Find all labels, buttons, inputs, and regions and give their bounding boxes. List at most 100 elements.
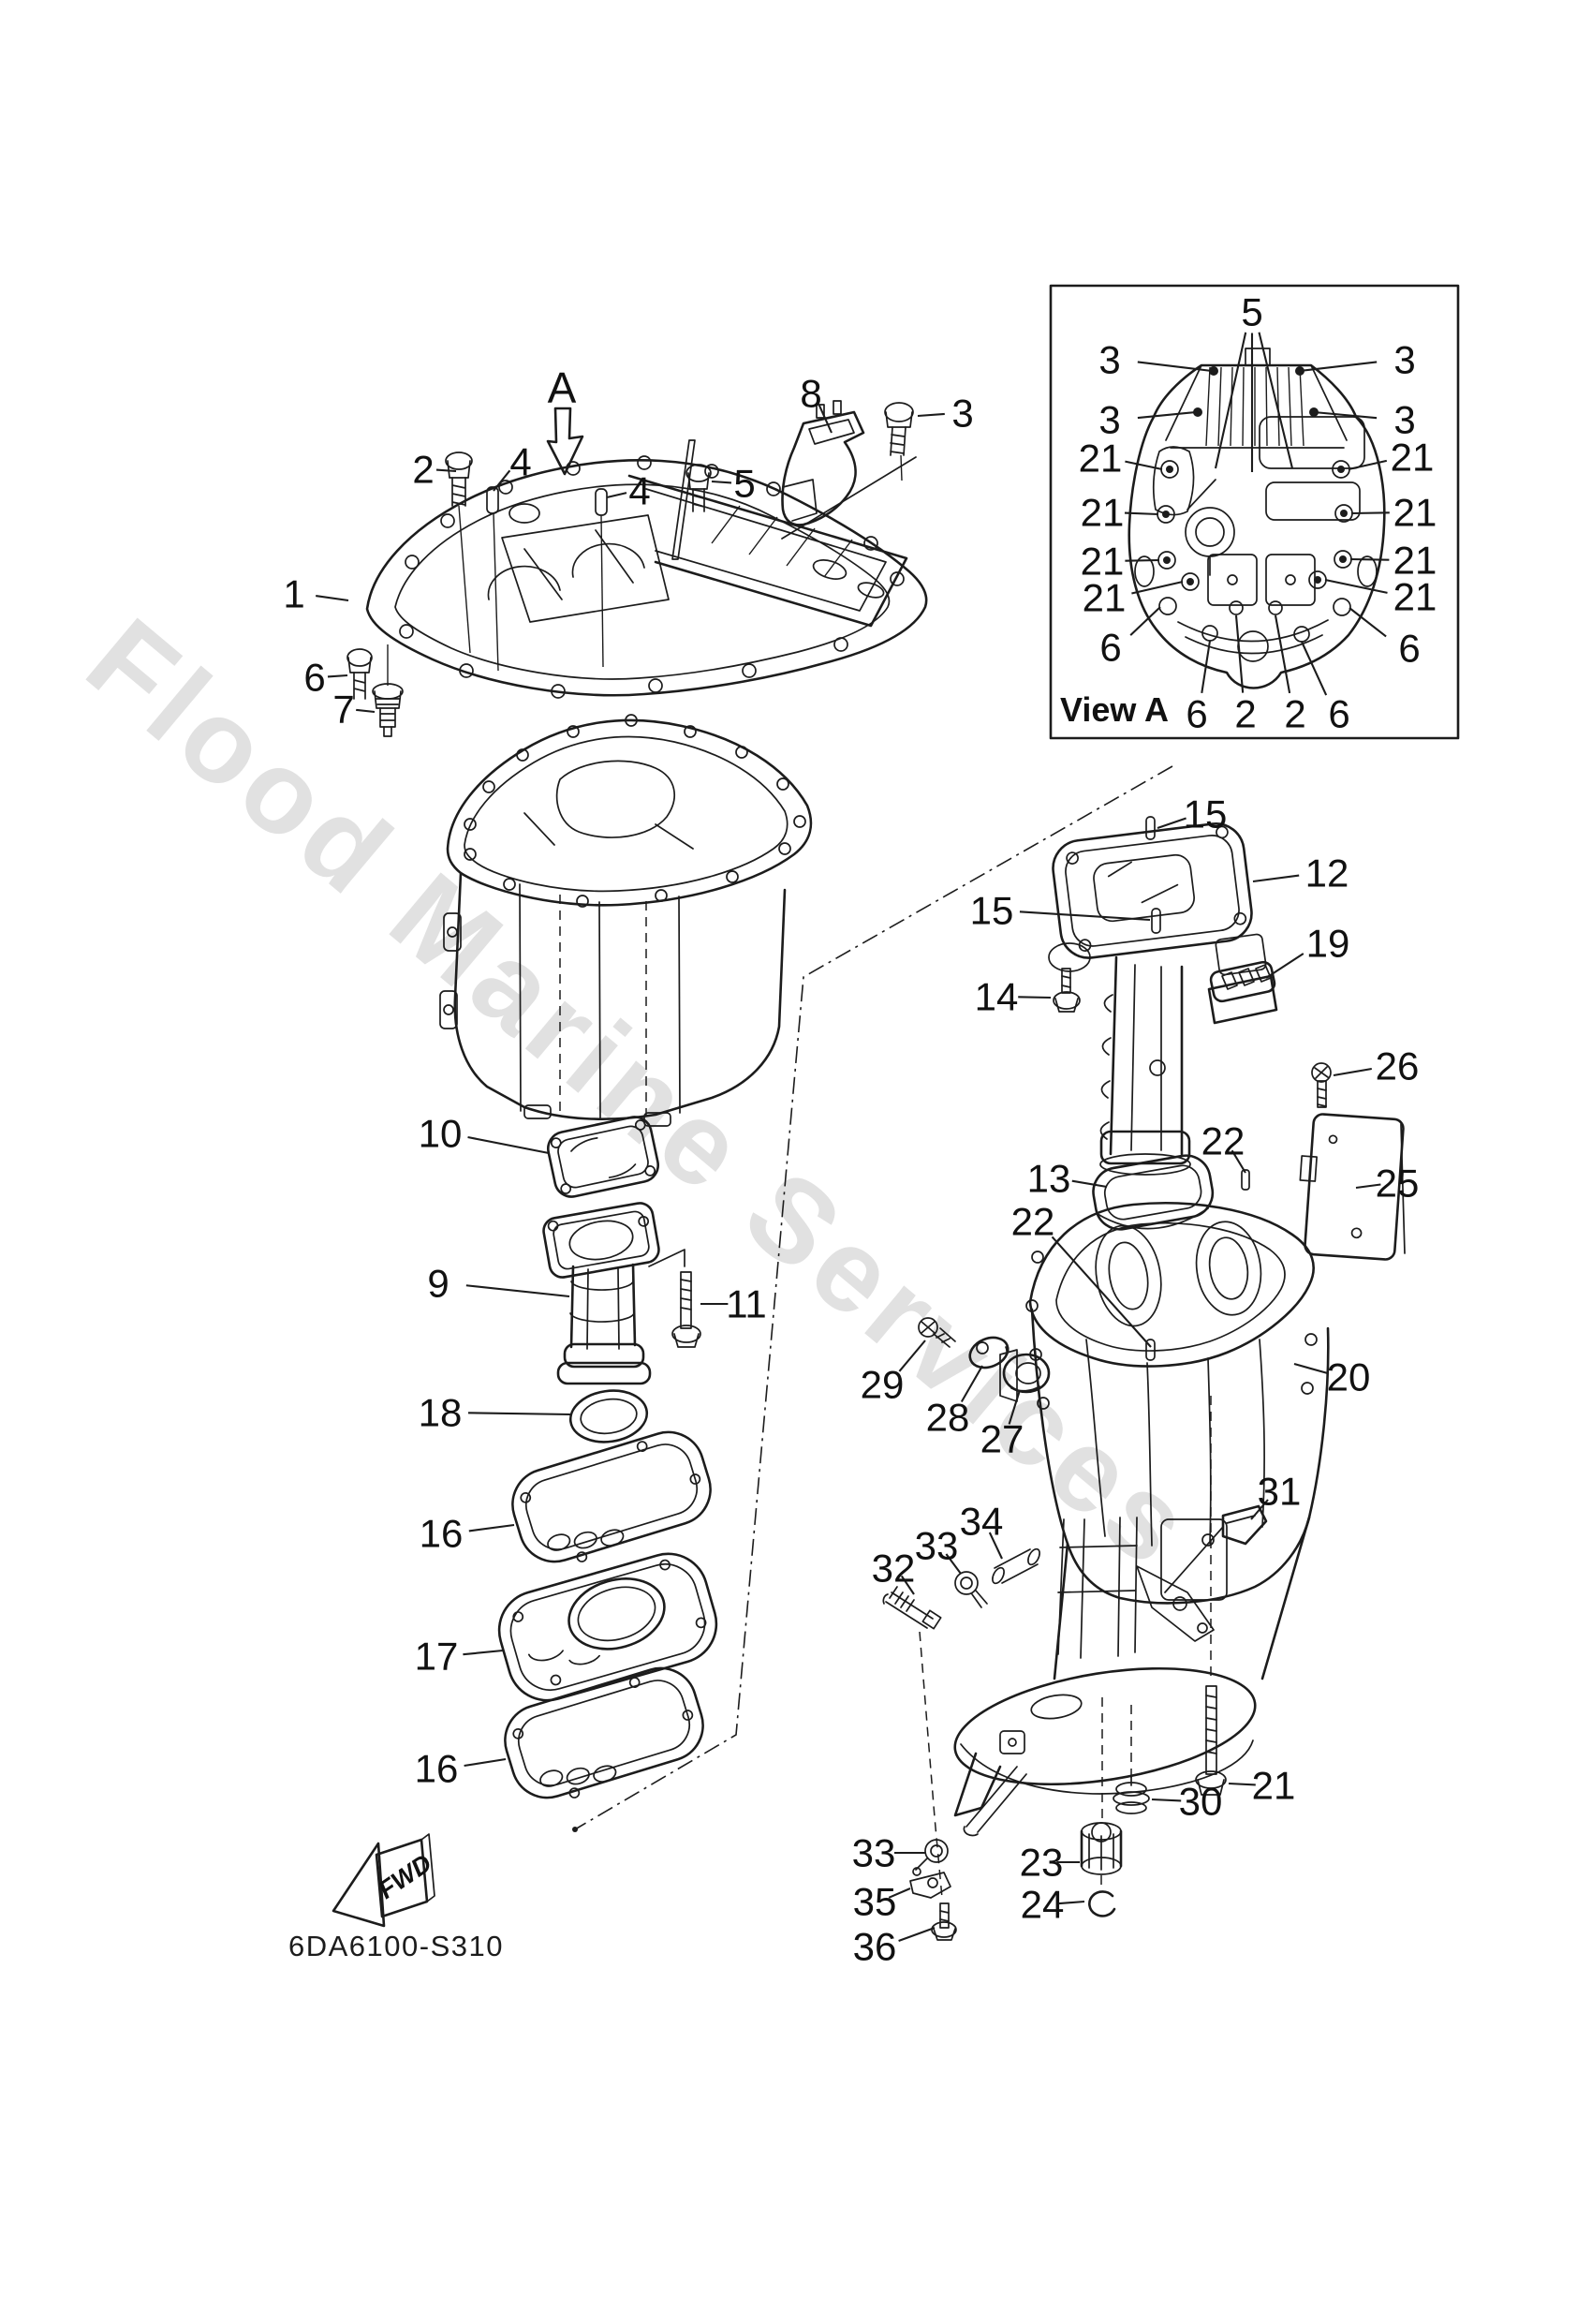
bolt-5 (671, 439, 712, 560)
callout-label: 3 (1098, 398, 1120, 442)
shift-rod-32 (882, 1586, 942, 1630)
callout-label: 2 (1234, 692, 1256, 736)
callout-16: 16 (415, 1747, 507, 1791)
callout-4: 4 (493, 440, 532, 492)
view-a-bolt-dots (1162, 366, 1348, 585)
callout-21: 21 (1081, 491, 1159, 535)
upper-casing-20 (1025, 1202, 1330, 1680)
callout-label: 34 (960, 1500, 1004, 1544)
callout-31: 31 (1250, 1470, 1301, 1520)
seal-ring-18 (568, 1389, 649, 1443)
callout-6: 6 (1349, 607, 1421, 671)
gasket-16-upper (511, 1430, 712, 1563)
callout-27: 27 (980, 1389, 1024, 1461)
powerhead-bolt-holes (464, 714, 806, 908)
callout-label: 33 (915, 1524, 959, 1568)
callout-label: 21 (1081, 540, 1125, 584)
callout-label: 3 (1393, 338, 1415, 382)
callout-label: 25 (1376, 1162, 1420, 1206)
callout-36: 36 (853, 1925, 936, 1969)
callout-32: 32 (872, 1547, 915, 1595)
powerhead (439, 714, 813, 1127)
screw-29 (918, 1317, 956, 1348)
callout-34: 34 (960, 1500, 1004, 1560)
callout-21: 21 (1350, 491, 1437, 535)
bolt-14 (1053, 968, 1081, 1013)
bolt-21-long (1195, 1685, 1227, 1796)
callout-21: 21 (1228, 1764, 1295, 1808)
callout-label: 6 (1398, 627, 1420, 671)
callout-label: 16 (415, 1747, 459, 1791)
parts-column (497, 1116, 718, 1799)
pin-22-upper (1241, 1169, 1250, 1191)
view-a-title: View A (1060, 690, 1169, 729)
callout-label: 15 (1184, 792, 1228, 836)
callout-16: 16 (420, 1512, 515, 1556)
callout-label: 21 (1391, 436, 1435, 480)
callout-19: 19 (1265, 922, 1350, 979)
callout-label: 21 (1083, 576, 1127, 620)
pin-22-lower (1145, 1339, 1156, 1361)
callout-15: 15 (1157, 792, 1227, 836)
callout-label: 6 (1328, 692, 1349, 736)
callout-label: 9 (427, 1262, 449, 1306)
callout-label: 1 (283, 572, 304, 616)
callout-a: A (548, 363, 577, 412)
callout-label: 4 (628, 469, 650, 513)
callout-label: 3 (1098, 338, 1120, 382)
pin-34 (992, 1547, 1040, 1585)
callout-label: 6 (1186, 692, 1207, 736)
callout-label: 21 (1393, 491, 1437, 535)
callout-17: 17 (415, 1635, 504, 1679)
callout-3: 3 (1098, 338, 1213, 382)
callout-label: 2 (412, 448, 434, 492)
callout-label: 8 (800, 372, 821, 416)
callout-7: 7 (332, 688, 376, 732)
callout-label: 30 (1179, 1780, 1223, 1824)
callout-label: 17 (415, 1635, 459, 1679)
bracket-35 (909, 1867, 951, 1899)
callout-label: 35 (853, 1880, 897, 1924)
gasket-10 (546, 1116, 660, 1198)
callout-9: 9 (427, 1262, 570, 1306)
linkage (1057, 1517, 1228, 1659)
callout-label: 6 (1099, 626, 1121, 670)
callout-label: 6 (303, 656, 325, 700)
callout-label: 10 (419, 1112, 463, 1156)
callout-label: 26 (1376, 1044, 1420, 1088)
callout-label: 4 (509, 440, 531, 484)
callout-3: 3 (1299, 338, 1416, 382)
callout-label: 7 (332, 688, 354, 732)
callout-22: 22 (1011, 1200, 1152, 1348)
callout-label: 21 (1081, 491, 1125, 535)
view-a-box: View A (1049, 284, 1460, 740)
callout-label: 5 (733, 462, 755, 506)
lower-assembly (882, 1517, 1257, 1941)
callout-label: 19 (1306, 922, 1350, 966)
callout-5: 5 (711, 462, 756, 506)
dowel-pin-4b (595, 488, 608, 668)
callout-label: 12 (1305, 851, 1349, 896)
callout-label: 24 (1021, 1883, 1065, 1927)
callout-10: 10 (419, 1112, 550, 1156)
callout-label: 22 (1201, 1119, 1245, 1163)
callout-label: 20 (1327, 1355, 1371, 1399)
callout-1: 1 (283, 572, 349, 616)
pin-15-mid (1151, 908, 1161, 934)
pin-15-top (1145, 816, 1156, 840)
exhaust-deck (627, 456, 917, 628)
callout-30: 30 (1151, 1780, 1223, 1824)
callout-28: 28 (926, 1365, 983, 1440)
dowel-pin-4a (486, 486, 499, 672)
callout-3: 3 (1098, 398, 1197, 442)
clip-33-lower (915, 1839, 949, 1871)
view-a-drawing (1127, 348, 1386, 689)
oil-strainer-9 (542, 1202, 660, 1385)
callout-4: 4 (606, 469, 651, 513)
callout-label: 3 (1393, 398, 1415, 442)
callout-25: 25 (1355, 1162, 1420, 1206)
callout-label: 16 (420, 1512, 464, 1556)
plate-25 (1299, 1113, 1406, 1261)
callout-24: 24 (1021, 1883, 1085, 1927)
